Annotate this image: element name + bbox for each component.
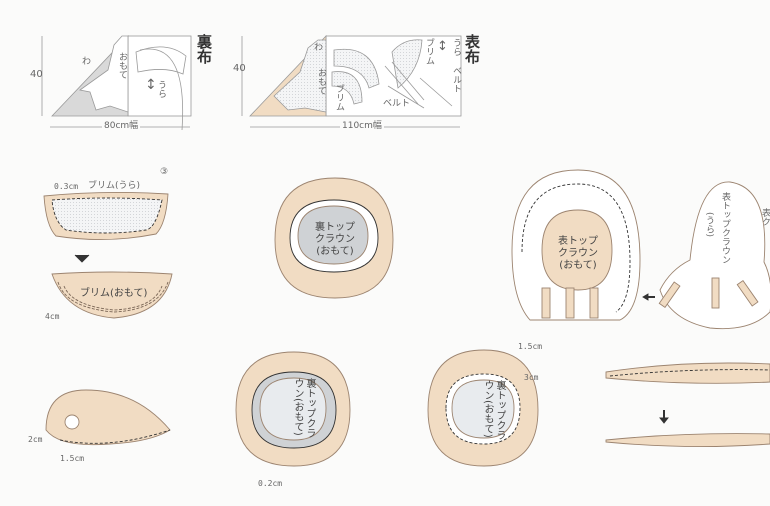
lining-back-label: うら <box>156 80 166 98</box>
crown-right-b-sub: (うら) <box>704 212 714 238</box>
crown-bottom-a-margin: 0.2cm <box>258 479 283 488</box>
brim-step-drawing <box>43 191 173 319</box>
lining-fabric-title: 裏布 <box>195 34 213 64</box>
label-line: (おもて) <box>559 260 597 271</box>
outer-width: 110cm幅 <box>340 121 384 131</box>
lining-fold-label: わ <box>82 57 92 67</box>
brim-back-label: ブリム(うら) <box>88 181 141 191</box>
label-line: 表トップ <box>558 236 598 247</box>
label-line: (おもて) <box>316 246 354 257</box>
outer-brim-label-2: ブリム <box>424 38 434 65</box>
crown-right-b-edge-label: 表ク <box>760 208 770 226</box>
crown-right-a-label: 表トップ クラウン (おもて) <box>550 236 606 272</box>
outer-brim-label-1: ブリム <box>334 84 344 111</box>
crown-top-center-drawing <box>274 177 394 299</box>
hat-side-margin-b: 1.5cm <box>60 454 85 463</box>
label-line: クラウン <box>315 234 355 245</box>
crown-bottom-b-margin-b: 3cm <box>524 373 539 382</box>
outer-back-label: うら <box>451 38 461 56</box>
lining-layout-drawing <box>41 34 192 131</box>
crown-right-b-label: 表トップクラウン <box>720 192 730 264</box>
brim-margin: 0.3cm <box>54 182 79 191</box>
crown-top-center-label: 裏トップ クラウン (おもて) <box>308 222 362 258</box>
step-mark: ③ <box>160 167 169 177</box>
outer-fold-label: わ <box>314 43 324 53</box>
crown-bottom-b-margin-a: 1.5cm <box>518 342 543 351</box>
lining-width: 80cm幅 <box>102 121 141 131</box>
belt-step-drawing <box>605 362 770 448</box>
crown-bottom-a-label: 裏トップクラウン(おもて) <box>292 378 315 438</box>
label-line: 裏トップ <box>315 222 355 233</box>
outer-fabric-title: 表布 <box>463 34 481 64</box>
crown-right-a-drawing <box>511 169 770 330</box>
crown-bottom-a-drawing <box>235 351 351 467</box>
grain-arrow-icon: ↕ <box>437 39 448 54</box>
hat-side-margin-a: 2cm <box>28 435 43 444</box>
lining-face-label: おもて <box>117 52 127 79</box>
outer-belt-label-2: ベルト <box>383 99 411 109</box>
lining-height: 40 <box>30 69 43 80</box>
label-line: クラウン <box>558 248 598 259</box>
brim-face-label: ブリム(おもて) <box>80 288 148 299</box>
brim-stitch-width: 4cm <box>45 312 60 321</box>
crown-bottom-b-drawing <box>427 349 539 467</box>
crown-bottom-b-label: 裏トップクラウン(おもて) <box>482 380 505 440</box>
hat-side-drawing <box>45 389 171 446</box>
outer-belt-label-1: ベルト <box>451 66 461 93</box>
outer-face-label: おもて <box>316 68 326 95</box>
outer-height: 40 <box>233 63 246 74</box>
grain-arrow-icon: ↕ <box>145 77 157 93</box>
